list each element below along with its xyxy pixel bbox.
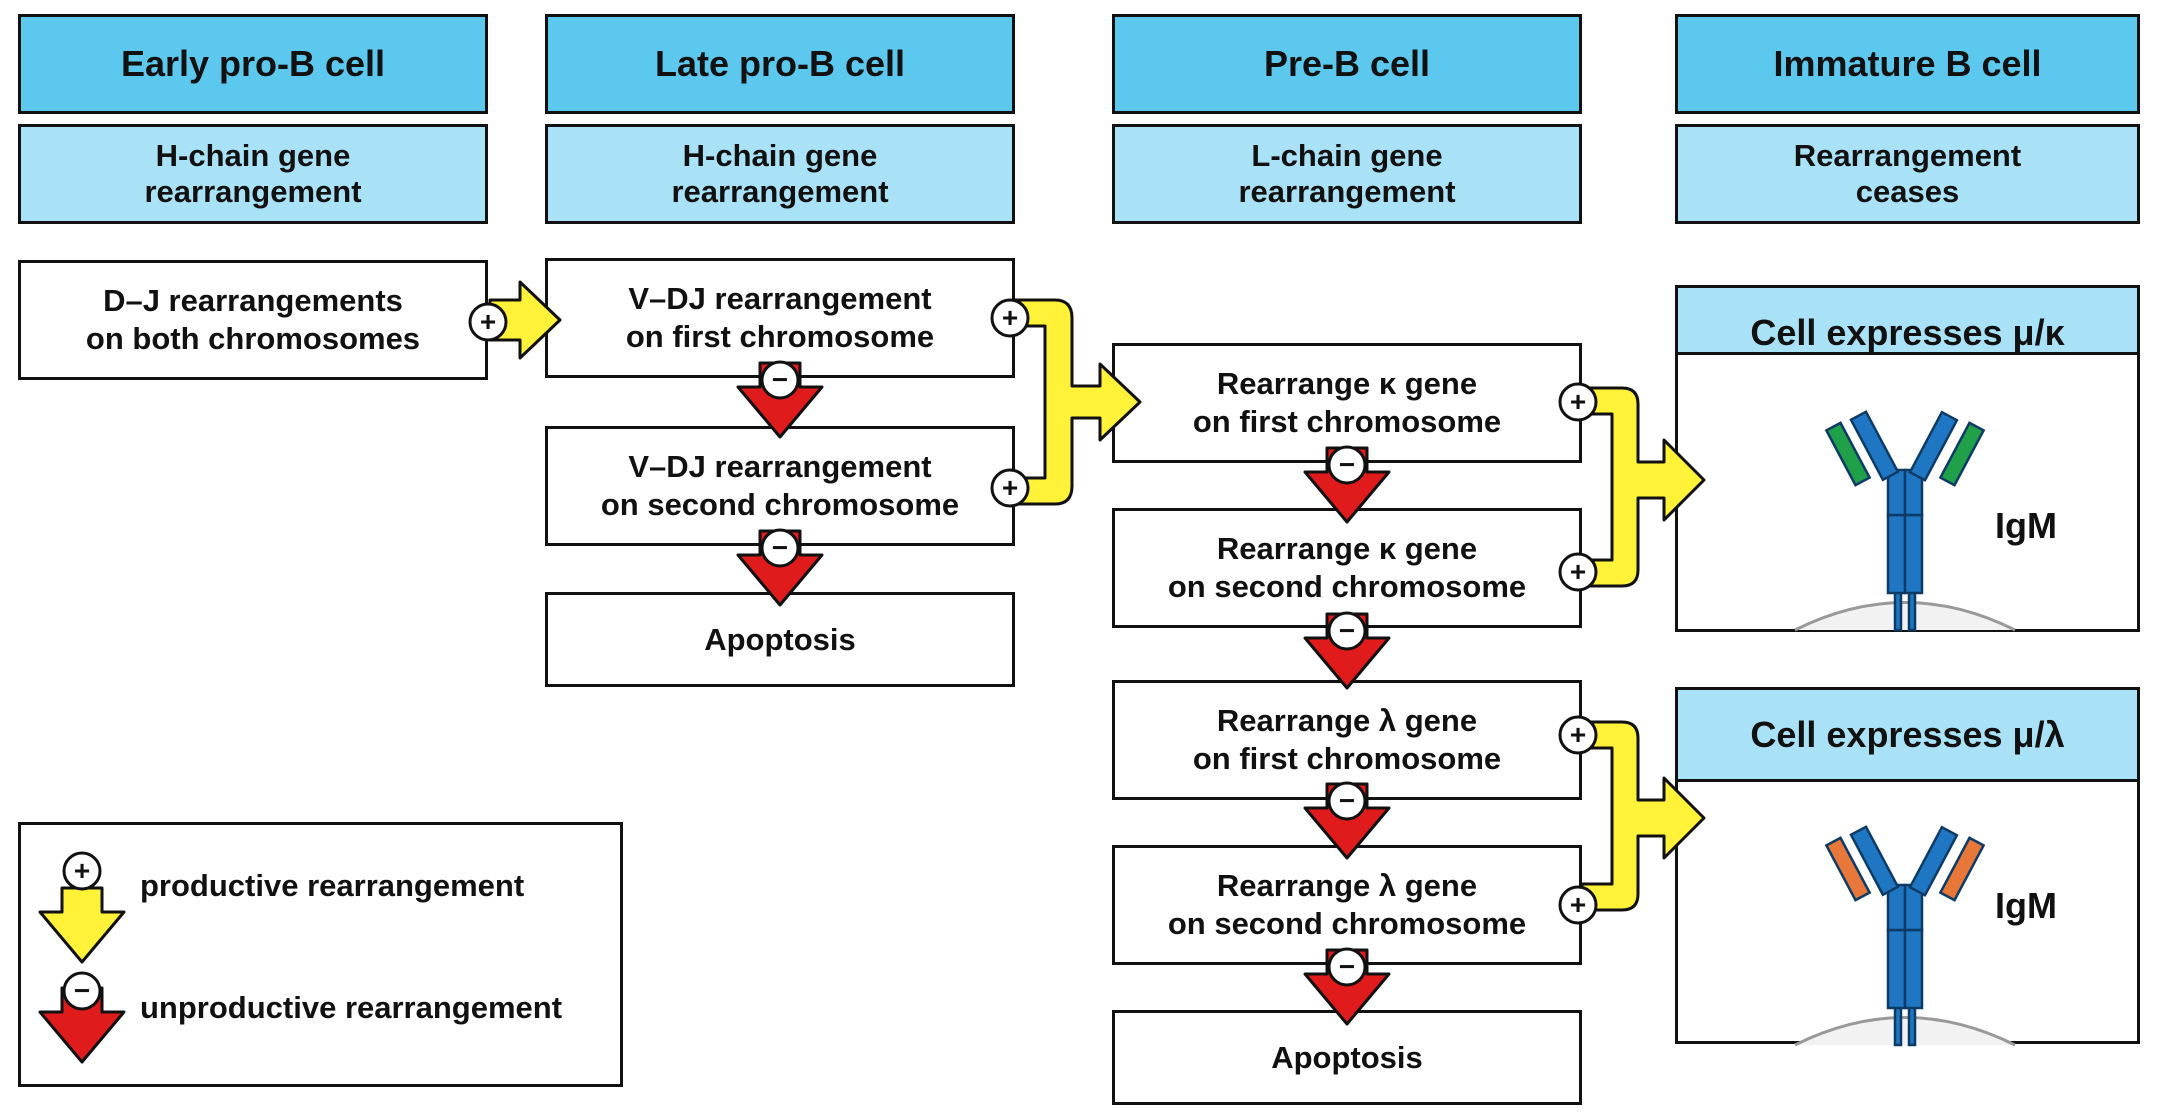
stage-title-late-pro-b: Late pro-B cell: [545, 14, 1015, 114]
igm-kappa-label: IgM: [1995, 505, 2057, 546]
stage-process-late-pro-b: H-chain gene rearrangement: [545, 124, 1015, 224]
plus-circle-lambda-first: [1558, 715, 1598, 755]
plus-circle-dj: [468, 302, 508, 342]
plus-circle-vdj-first: [990, 298, 1030, 338]
plus-circle-lambda-second: [1558, 885, 1598, 925]
plus-circle-kappa-first: [1558, 382, 1598, 422]
plus-sign: +: [1570, 556, 1586, 587]
legend-minus-circle: [62, 971, 102, 1011]
plus-circle-vdj-second: [990, 468, 1030, 508]
stage-title-pre-b: Pre-B cell: [1112, 14, 1582, 114]
legend-unproductive-label: unproductive rearrangement: [140, 990, 563, 1025]
plus-sign: +: [1002, 302, 1018, 333]
productive-bracket-heavy: [1013, 298, 1142, 506]
minus-circle-vdj-second: [760, 528, 800, 568]
stage-process-early-pro-b: H-chain gene rearrangement: [18, 124, 488, 224]
lambda-outcome-title: Cell expresses μ/λ: [1675, 687, 2140, 782]
minus-circle-lambda-first: [1327, 781, 1367, 821]
igm-lambda-antibody-icon: [1794, 825, 2016, 1047]
minus-circle-lambda-second: [1327, 947, 1367, 987]
minus-sign: −: [772, 532, 788, 563]
legend: [18, 822, 623, 1087]
legend-productive-arrow: [38, 886, 126, 964]
plus-sign: +: [74, 855, 90, 886]
igm-lambda-label: IgM: [1995, 885, 2057, 926]
minus-sign: −: [1339, 785, 1355, 816]
plus-circle-kappa-second: [1558, 552, 1598, 592]
productive-bracket-lambda: [1580, 720, 1706, 912]
lambda-second-chromosome-box: Rearrange λ gene on second chromosome: [1112, 845, 1582, 965]
plus-sign: +: [1570, 889, 1586, 920]
plus-sign: +: [1002, 472, 1018, 503]
stage-process-immature-b: Rearrangement ceases: [1675, 124, 2140, 224]
plus-sign: +: [1570, 386, 1586, 417]
plus-sign: +: [1570, 719, 1586, 750]
stage-title-early-pro-b: Early pro-B cell: [18, 14, 488, 114]
dj-rearrangement-box: D–J rearrangements on both chromosomes: [18, 260, 488, 380]
stage-title-immature-b: Immature B cell: [1675, 14, 2140, 114]
minus-sign: −: [1339, 615, 1355, 646]
minus-sign: −: [1339, 449, 1355, 480]
legend-plus-circle: [62, 851, 102, 891]
plus-sign: +: [480, 306, 496, 337]
vdj-second-chromosome-box: V–DJ rearrangement on second chromosome: [545, 426, 1015, 546]
legend-productive-label: productive rearrangement: [140, 868, 525, 903]
minus-circle-kappa-first: [1327, 445, 1367, 485]
minus-circle-kappa-second: [1327, 611, 1367, 651]
minus-sign: −: [772, 364, 788, 395]
minus-sign: −: [74, 975, 90, 1006]
productive-bracket-kappa: [1580, 386, 1706, 588]
minus-circle-vdj-first: [760, 360, 800, 400]
igm-kappa-antibody-icon: [1794, 410, 2016, 632]
stage-process-pre-b: L-chain gene rearrangement: [1112, 124, 1582, 224]
minus-sign: −: [1339, 951, 1355, 982]
apoptosis-light-box: Apoptosis: [1112, 1010, 1582, 1105]
